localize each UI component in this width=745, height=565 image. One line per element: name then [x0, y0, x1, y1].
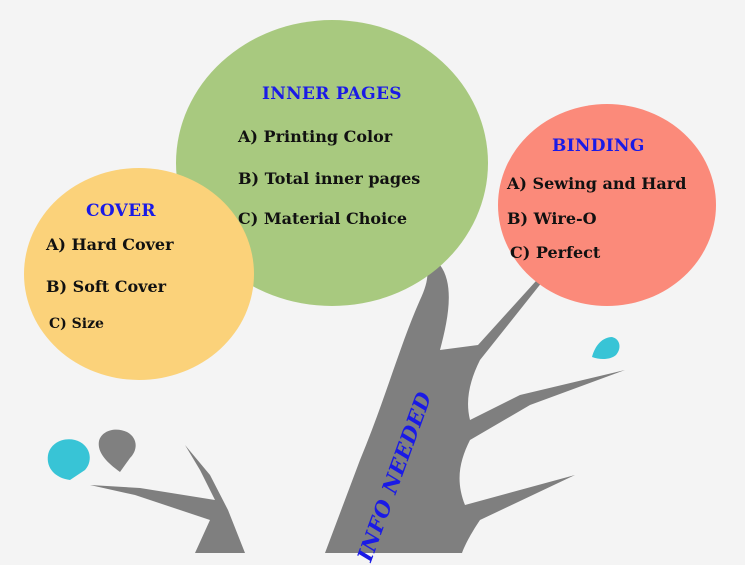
diagram-canvas: INNER PAGES A) Printing Color B) Total i…	[24, 20, 716, 565]
inner-pages-item-a: A) Printing Color	[238, 127, 393, 146]
binding-item-b: B) Wire-O	[507, 209, 597, 228]
cover-item-a: A) Hard Cover	[46, 235, 174, 254]
cover-title: COVER	[86, 201, 156, 221]
drop-cyan-left	[47, 439, 90, 480]
binding-item-c: C) Perfect	[510, 243, 601, 262]
tree-trunk	[325, 240, 625, 553]
binding-circle	[498, 104, 716, 306]
inner-pages-title: INNER PAGES	[262, 84, 402, 104]
drop-cyan-right	[592, 337, 620, 360]
binding-item-a: A) Sewing and Hard	[507, 174, 687, 193]
inner-pages-item-b: B) Total inner pages	[238, 169, 421, 188]
tree-branch-left	[90, 445, 245, 553]
inner-pages-item-c: C) Material Choice	[238, 209, 408, 228]
cover-circle	[24, 168, 254, 380]
drop-gray-left	[98, 429, 136, 472]
cover-item-b: B) Soft Cover	[46, 277, 167, 296]
cover-item-c: C) Size	[49, 316, 104, 332]
binding-title: BINDING	[552, 136, 645, 156]
tree-graphic	[47, 240, 625, 553]
